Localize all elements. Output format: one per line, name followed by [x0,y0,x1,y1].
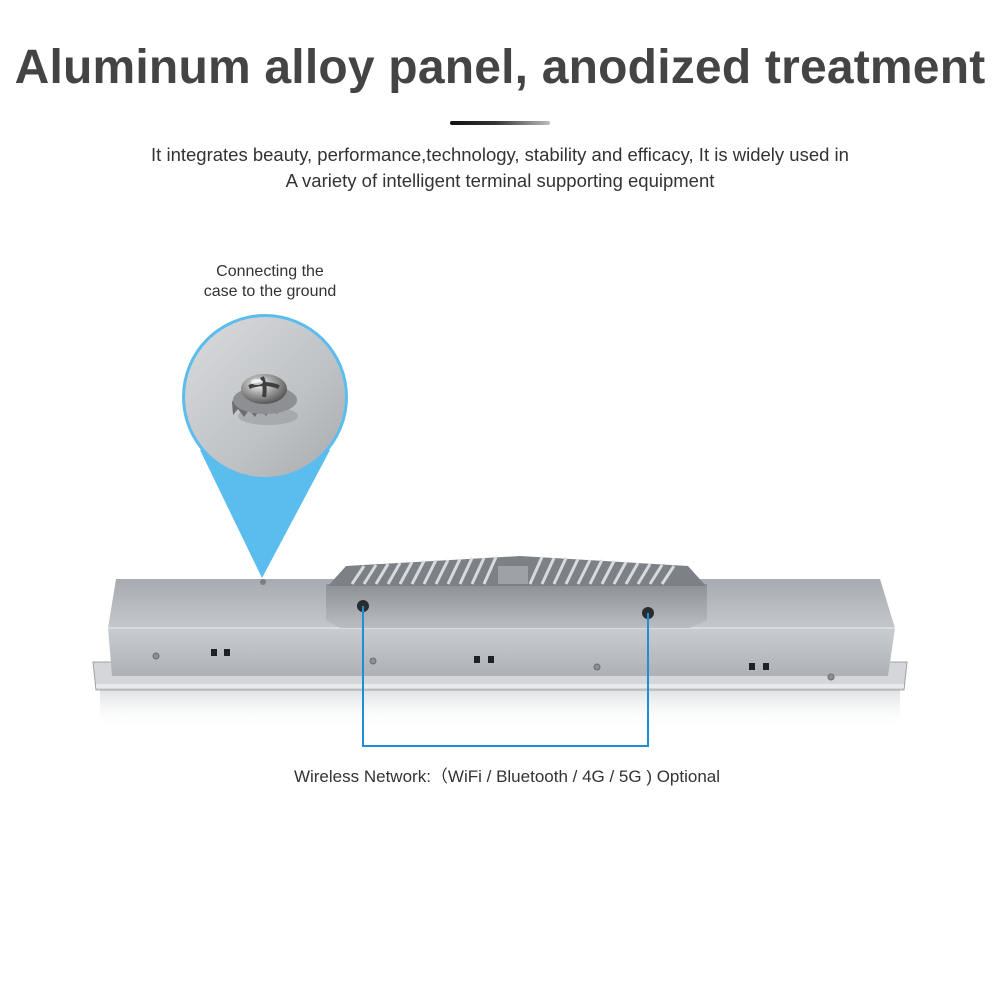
subtitle-line-2: A variety of intelligent terminal suppor… [285,170,715,191]
grounding-callout-line-2: case to the ground [203,283,337,300]
case-screws [152,652,835,681]
mounting-slots [211,649,769,670]
magnified-screw-lens [182,314,348,480]
panel-pc-rear-view [92,556,908,691]
grounding-callout-line-1: Connecting the [216,263,324,280]
grounding-callout-label: Connecting the case to the ground [180,262,360,302]
device-reflection [100,690,900,730]
antenna-callout-line [362,606,649,747]
page-subtitle: It integrates beauty, performance,techno… [0,142,1000,194]
subtitle-line-1: It integrates beauty, performance,techno… [151,144,849,165]
grounding-screw-icon [232,374,298,425]
wireless-network-caption: Wireless Network:（WiFi / Bluetooth / 4G … [293,767,721,786]
title-divider [450,121,550,125]
page-title: Aluminum alloy panel, anodized treatment [14,41,986,94]
callout-cone [200,450,330,578]
heatsink-module [326,556,707,628]
ground-screw [260,579,266,585]
